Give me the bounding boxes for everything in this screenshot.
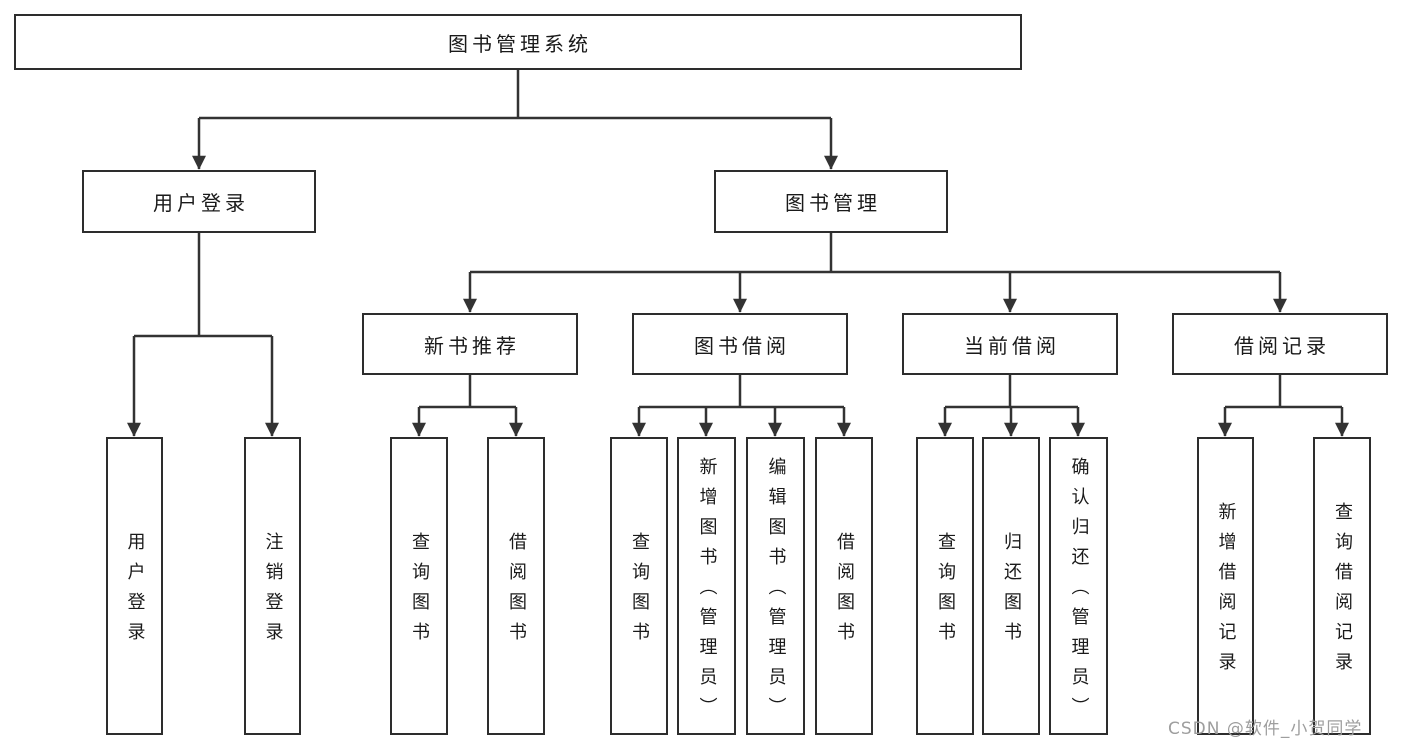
leaf-nb-query-books-label: 查询图书 bbox=[409, 532, 430, 652]
connector-current-borrowing-trunk bbox=[945, 375, 1078, 409]
connector-records-trunk bbox=[1225, 375, 1342, 409]
leaf-bb-query-books: 查询图书 bbox=[610, 437, 668, 735]
node-current-borrowing: 当前借阅 bbox=[902, 313, 1118, 375]
leaf-cb-return-books-label: 归还图书 bbox=[1001, 532, 1022, 652]
leaf-rec-query-record: 查询借阅记录 bbox=[1313, 437, 1371, 735]
leaf-nb-borrow-books: 借阅图书 bbox=[487, 437, 545, 735]
leaf-nb-query-books: 查询图书 bbox=[390, 437, 448, 735]
leaf-logout: 注销登录 bbox=[244, 437, 301, 735]
leaf-nb-borrow-books-label: 借阅图书 bbox=[506, 532, 527, 652]
node-borrowing-records: 借阅记录 bbox=[1172, 313, 1388, 375]
watermark-csdn: CSDN @软件_小贺同学 bbox=[1168, 719, 1363, 739]
node-user-login: 用户登录 bbox=[82, 170, 316, 233]
leaf-cb-return-books: 归还图书 bbox=[982, 437, 1040, 735]
connector-new-book-trunk bbox=[419, 375, 516, 409]
leaf-user-login: 用户登录 bbox=[106, 437, 163, 735]
leaf-logout-label: 注销登录 bbox=[262, 532, 284, 652]
connector-root-trunk bbox=[199, 70, 831, 120]
node-current-borrowing-label: 当前借阅 bbox=[964, 333, 1060, 358]
leaf-bb-edit-books-admin-label: 编辑图书（管理员） bbox=[765, 457, 787, 727]
node-library-system-label: 图书管理系统 bbox=[448, 31, 592, 56]
leaf-user-login-label: 用户登录 bbox=[124, 532, 146, 652]
leaf-rec-add-record-label: 新增借阅记录 bbox=[1215, 502, 1237, 682]
node-book-management-label: 图书管理 bbox=[785, 191, 881, 215]
leaf-bb-add-books-admin: 新增图书（管理员） bbox=[677, 437, 736, 735]
node-library-system: 图书管理系统 bbox=[14, 14, 1022, 70]
leaf-bb-query-books-label: 查询图书 bbox=[629, 532, 650, 652]
connector-book-management-trunk bbox=[470, 233, 1280, 274]
leaf-rec-add-record: 新增借阅记录 bbox=[1197, 437, 1254, 735]
connector-book-borrowing-trunk bbox=[639, 375, 844, 409]
node-borrowing-records-label: 借阅记录 bbox=[1234, 333, 1330, 358]
leaf-bb-add-books-admin-label: 新增图书（管理员） bbox=[696, 457, 718, 727]
node-book-borrowing: 图书借阅 bbox=[632, 313, 848, 375]
node-new-book-recommend: 新书推荐 bbox=[362, 313, 578, 375]
leaf-rec-query-record-label: 查询借阅记录 bbox=[1332, 502, 1353, 682]
node-book-management: 图书管理 bbox=[714, 170, 948, 233]
leaf-bb-edit-books-admin: 编辑图书（管理员） bbox=[746, 437, 805, 735]
node-book-borrowing-label: 图书借阅 bbox=[694, 333, 790, 358]
leaf-bb-borrow-books-label: 借阅图书 bbox=[834, 532, 855, 652]
leaf-cb-query-books: 查询图书 bbox=[916, 437, 974, 735]
leaf-cb-confirm-return-admin-label: 确认归还（管理员） bbox=[1068, 457, 1090, 727]
leaf-bb-borrow-books: 借阅图书 bbox=[815, 437, 873, 735]
connector-user-login-trunk bbox=[134, 233, 272, 338]
leaf-cb-confirm-return-admin: 确认归还（管理员） bbox=[1049, 437, 1108, 735]
node-user-login-label: 用户登录 bbox=[153, 191, 249, 215]
node-new-book-recommend-label: 新书推荐 bbox=[424, 333, 520, 358]
leaf-cb-query-books-label: 查询图书 bbox=[935, 532, 956, 652]
